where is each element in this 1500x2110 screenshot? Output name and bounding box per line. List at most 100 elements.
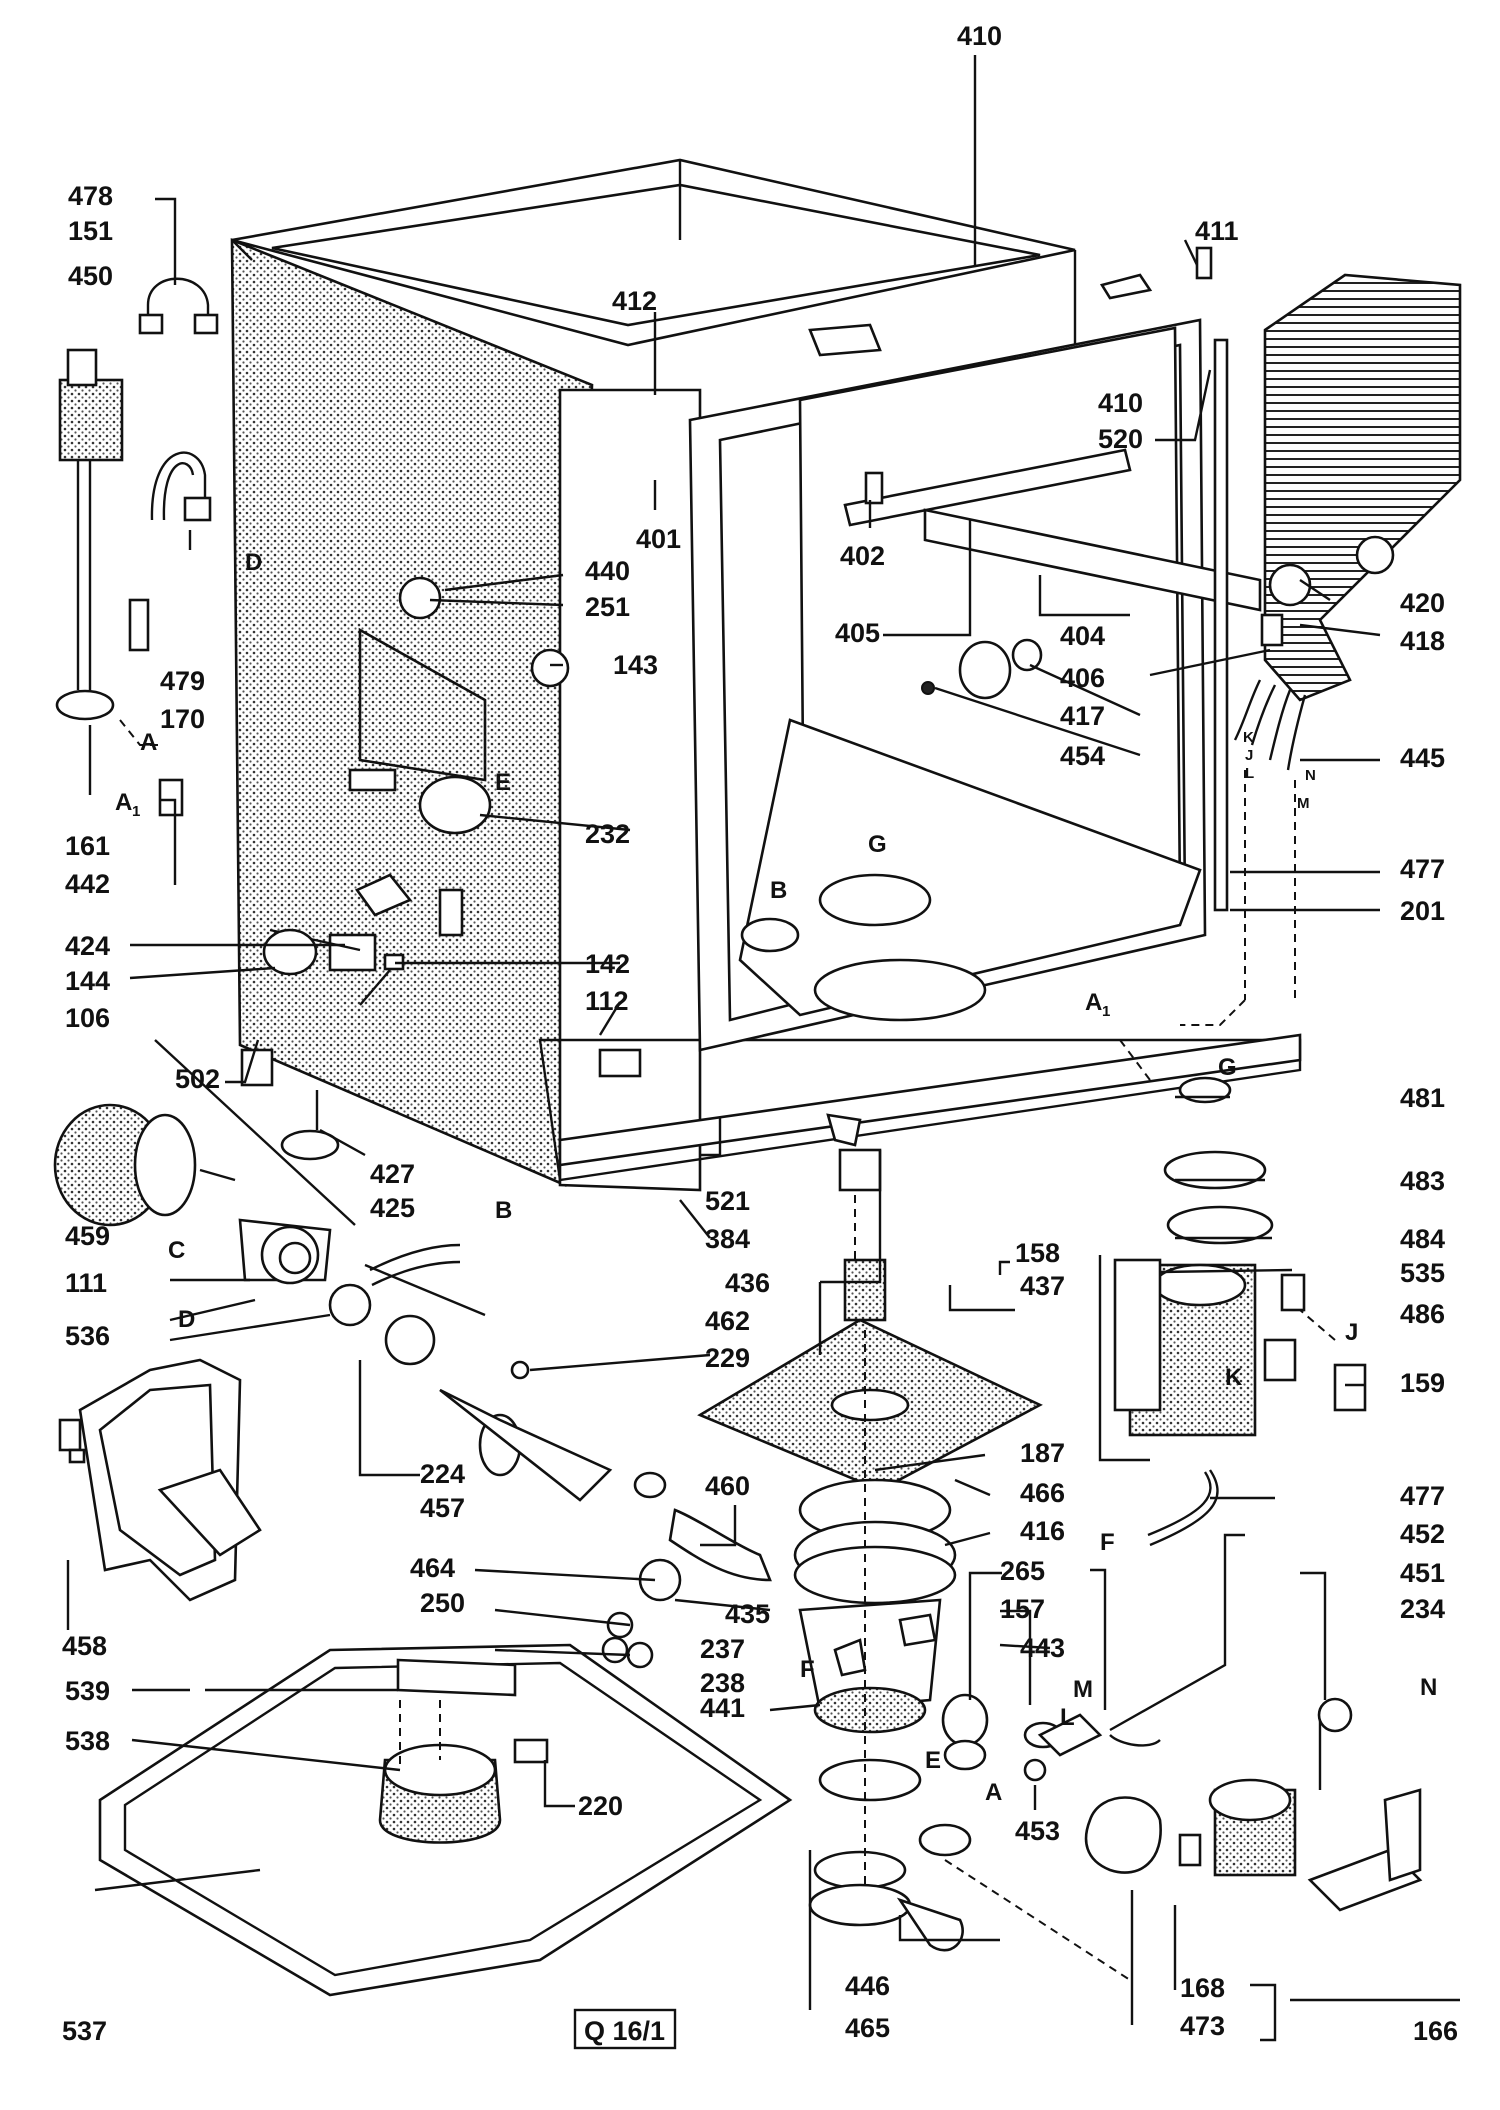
label-459: 459 [65, 1221, 110, 1251]
connector-E-heater: E [925, 1747, 941, 1774]
label-168: 168 [1180, 1973, 1225, 2003]
label-436: 436 [725, 1268, 770, 1298]
label-520: 520 [1098, 424, 1143, 454]
side-panel-420 [1099, 246, 1462, 1000]
connector-M-hose: M [1073, 1676, 1093, 1703]
label-458: 458 [62, 1631, 107, 1661]
connector-B-tub: B [770, 877, 787, 904]
wire-label-N: N [1305, 767, 1316, 784]
label-452: 452 [1400, 1519, 1445, 1549]
label-478: 478 [68, 181, 113, 211]
label-166: 166 [1413, 2016, 1458, 2046]
label-151: 151 [68, 216, 113, 246]
label-418: 418 [1400, 626, 1445, 656]
dashed-connections [119, 719, 1336, 1981]
label-237: 237 [700, 1634, 745, 1664]
wire-label-J: J [1245, 747, 1253, 764]
label-384: 384 [705, 1224, 750, 1254]
label-111: 111 [65, 1268, 107, 1298]
connector-N-sensor: N [1420, 1674, 1437, 1701]
connector-A-left: A [140, 729, 157, 756]
connector-letters: D E A A 1 G B A 1 G B C D F J K N M L E … [115, 549, 1437, 1806]
label-411: 411 [1195, 216, 1239, 246]
label-417: 417 [1060, 701, 1105, 731]
label-425: 425 [370, 1193, 415, 1223]
connector-F-hose: F [1100, 1529, 1115, 1556]
circulation-pump [53, 1103, 772, 1669]
label-402: 402 [840, 541, 885, 571]
label-465: 465 [845, 2013, 890, 2043]
label-158: 158 [1015, 1238, 1060, 1268]
label-157: 157 [1000, 1594, 1045, 1624]
connector-A1-bottom-sub: 1 [1102, 1003, 1110, 1020]
wire-label-K: K [1243, 729, 1254, 746]
water-softener [1113, 1076, 1367, 1547]
label-144: 144 [65, 966, 110, 996]
dishwasher-tub [688, 318, 1262, 1052]
connector-F-sump: F [800, 1656, 815, 1683]
label-538: 538 [65, 1726, 110, 1756]
drain-pump-area [941, 1693, 1423, 1912]
label-535: 535 [1400, 1258, 1445, 1288]
label-159: 159 [1400, 1368, 1445, 1398]
connector-G-lower: G [1218, 1054, 1237, 1081]
connector-E-top: E [495, 769, 511, 796]
label-229: 229 [705, 1343, 750, 1373]
label-486: 486 [1400, 1299, 1445, 1329]
label-446: 446 [845, 1971, 890, 2001]
label-445: 445 [1400, 743, 1445, 773]
label-457: 457 [420, 1493, 465, 1523]
label-484: 484 [1400, 1224, 1445, 1254]
label-238: 238 [700, 1668, 745, 1698]
connector-G-tub: G [868, 831, 887, 858]
label-420: 420 [1400, 588, 1445, 618]
wire-label-L: L [1245, 765, 1254, 782]
leader-lines [66, 55, 1460, 2042]
label-537: 537 [62, 2016, 107, 2046]
label-424: 424 [65, 931, 110, 961]
label-412: 412 [612, 286, 657, 316]
label-466: 466 [1020, 1478, 1065, 1508]
door-hinge [58, 1358, 262, 1602]
label-106: 106 [65, 1003, 110, 1033]
connector-A1-left-sub: 1 [132, 803, 140, 820]
label-427: 427 [370, 1159, 415, 1189]
label-406: 406 [1060, 663, 1105, 693]
label-265: 265 [1000, 1556, 1045, 1586]
label-477-lower: 477 [1400, 1481, 1445, 1511]
label-450: 450 [68, 261, 113, 291]
label-440: 440 [585, 556, 630, 586]
label-234: 234 [1400, 1594, 1445, 1624]
label-401: 401 [636, 524, 681, 554]
label-142: 142 [585, 949, 630, 979]
label-442: 442 [65, 869, 110, 899]
label-437: 437 [1020, 1271, 1065, 1301]
part-number-labels: 410 478 151 450 412 411 410 520 401 402 … [62, 21, 1458, 2046]
label-410: 410 [1098, 388, 1143, 418]
label-405: 405 [835, 618, 880, 648]
label-410-top: 410 [957, 21, 1002, 51]
label-112: 112 [585, 986, 629, 1016]
label-441: 441 [700, 1693, 745, 1723]
connector-C-pump: C [168, 1237, 185, 1264]
label-462: 462 [705, 1306, 750, 1336]
label-187: 187 [1020, 1438, 1065, 1468]
diagram-code-text: Q 16/1 [584, 2016, 665, 2046]
label-453: 453 [1015, 1816, 1060, 1846]
label-251: 251 [585, 592, 630, 622]
diagram-code-box: Q 16/1 [573, 2008, 677, 2050]
connector-A1-bottom: A [1085, 989, 1102, 1016]
label-479: 479 [160, 666, 205, 696]
label-232: 232 [585, 819, 630, 849]
label-521: 521 [705, 1186, 750, 1216]
connector-D-top: D [245, 549, 262, 576]
base-tray [98, 1643, 793, 1997]
connector-J-valve: J [1345, 1319, 1358, 1346]
label-201: 201 [1400, 896, 1445, 926]
label-443: 443 [1020, 1633, 1065, 1663]
label-161: 161 [65, 831, 110, 861]
label-454: 454 [1060, 741, 1105, 771]
label-481: 481 [1400, 1083, 1445, 1113]
label-170: 170 [160, 704, 205, 734]
